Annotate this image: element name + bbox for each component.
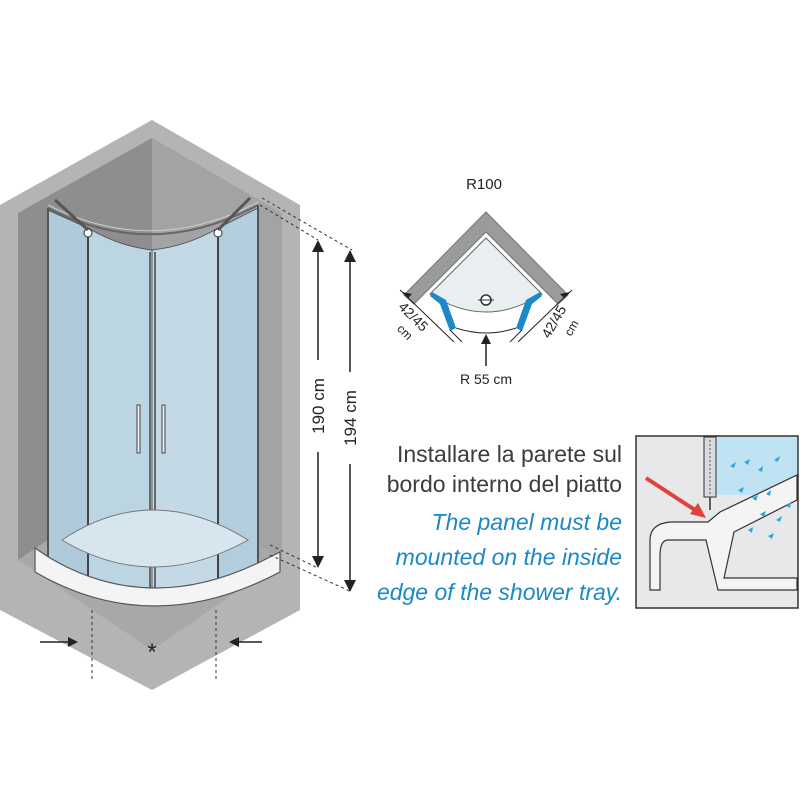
english-line-2: mounted on the inside (396, 544, 622, 570)
plan-glass-right (516, 292, 542, 331)
width-mark: * (147, 639, 156, 666)
detail-inset (635, 435, 799, 609)
inset-profile (703, 436, 717, 498)
handle-left (136, 404, 141, 454)
water-drops (730, 456, 791, 539)
plan-view: R100 42/45 cm 42/45 cm R 55 cm (394, 176, 581, 387)
instruction-text: Installare la parete sul bordo interno d… (377, 441, 622, 605)
english-line-1: The panel must be (431, 509, 622, 535)
handle-right (161, 404, 166, 454)
plan-glass-left (430, 292, 456, 331)
enclosure-illustration: * 190 cm 194 cm (0, 120, 362, 690)
inset-red-arrow (644, 476, 700, 514)
plan-side-right-unit: cm (561, 318, 581, 339)
bracket-right (213, 228, 223, 238)
height-outer-label: 194 cm (341, 390, 360, 446)
plan-inner-radius: R 55 cm (460, 371, 512, 387)
italian-line-1: Installare la parete sul (397, 441, 622, 467)
height-inner-label: 190 cm (309, 378, 328, 434)
italian-line-2: bordo interno del piatto (387, 471, 622, 497)
bracket-left (83, 228, 93, 238)
shower-tray (34, 546, 281, 607)
inset-tray-edge (649, 474, 798, 591)
english-line-3: edge of the shower tray. (377, 579, 622, 605)
plan-radius-label: R100 (466, 176, 502, 193)
plan-side-right-value: 42/45 (538, 302, 569, 341)
